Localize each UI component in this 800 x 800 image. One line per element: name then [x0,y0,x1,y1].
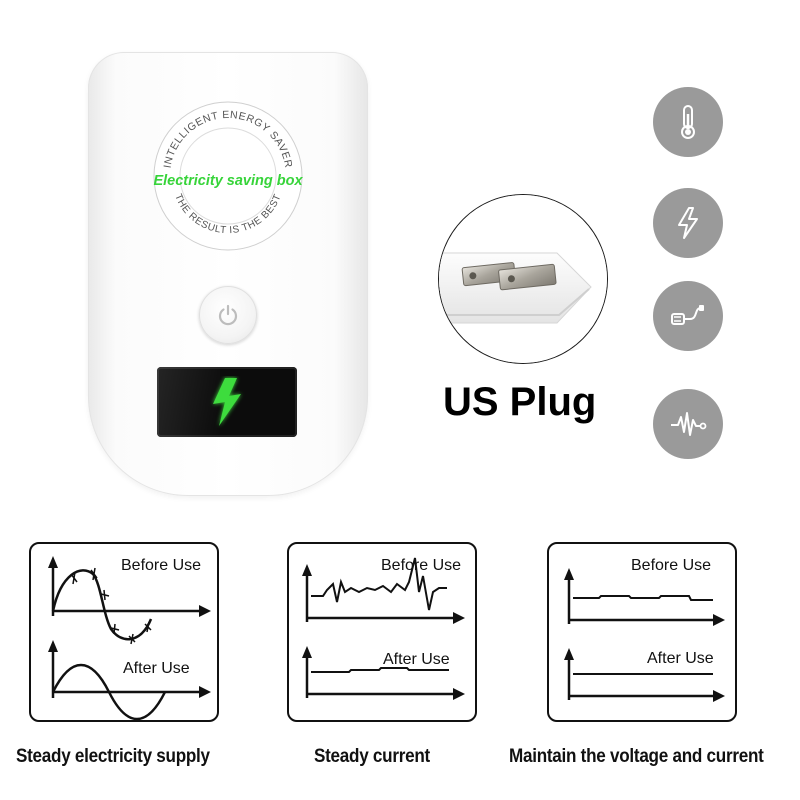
after-use-label: After Use [123,660,190,677]
before-use-label: Before Use [121,557,202,574]
us-plug-image [439,195,607,363]
caption-steady-supply: Steady electricity supply [16,746,210,767]
energy-saver-device: INTELLIGENT ENERGY SAVER Electricity sav… [88,52,368,496]
led-display [157,367,297,437]
product-seal: INTELLIGENT ENERGY SAVER Electricity sav… [153,101,303,251]
power-button[interactable] [199,286,257,344]
plug-closeup [438,194,608,364]
after-use-label: After Use [647,650,714,667]
before-use-label: Before Use [631,557,712,574]
graph-voltage-current [564,568,725,702]
caption-steady-current: Steady current [314,746,430,767]
lightning-bolt-icon [213,378,241,426]
lightning-icon [653,188,723,258]
seal-center-text: Electricity saving box [153,173,303,189]
after-use-label: After Use [383,651,450,668]
plug-type-label: US Plug [443,380,597,424]
graph-steady-supply [48,556,211,720]
graph-steady-current [302,557,465,700]
panel-steady-supply: Before Use After Use [29,542,219,722]
waveform-icon [653,389,723,459]
power-icon [218,304,238,326]
plug-cable-icon [653,281,723,351]
panel-steady-current: Before Use After Use [287,542,477,722]
thermometer-icon [653,87,723,157]
panel-voltage-current: Before Use After Use [547,542,737,722]
before-use-label: Before Use [381,557,462,574]
caption-voltage-current: Maintain the voltage and current [509,746,764,767]
